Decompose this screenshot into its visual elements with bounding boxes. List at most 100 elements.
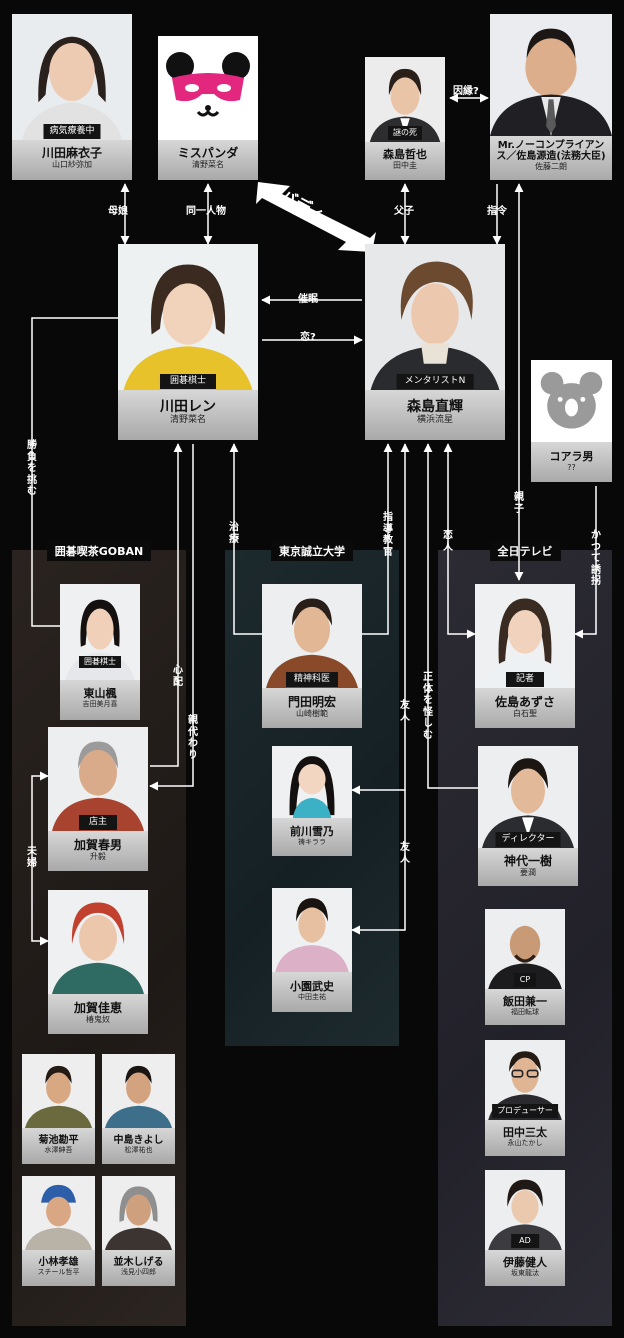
nameplate-ito: 伊藤健人 坂東龍汰 <box>485 1250 565 1286</box>
actor-koizono: 中田圭祐 <box>298 993 326 1002</box>
card-tanaka[interactable]: プロデューサー 田中三太 永山たかし <box>485 1040 565 1156</box>
nameplate-monda: 門田明宏 山崎樹範 <box>262 688 362 728</box>
card-namiki[interactable]: 並木しげる 浅見小四郎 <box>102 1176 175 1286</box>
card-monda[interactable]: 精神科医 門田明宏 山崎樹範 <box>262 584 362 728</box>
panda-mask-icon <box>166 52 250 117</box>
portrait-icon <box>490 28 612 136</box>
badge-haruo: 店主 <box>78 815 118 830</box>
name-monda: 門田明宏 <box>287 695 336 709</box>
actor-azusa: 白石聖 <box>513 709 537 719</box>
card-azusa[interactable]: 記者 佐島あずさ 白石聖 <box>475 584 575 728</box>
nameplate-iida: 飯田兼一 福田転球 <box>485 989 565 1025</box>
actor-haruo: 升毅 <box>90 852 106 862</box>
rel-order: 指令 <box>487 206 507 217</box>
name-kobayashi: 小林孝雄 <box>38 1257 79 1268</box>
portrait-icon <box>123 264 253 390</box>
badge-ren: 囲碁棋士 <box>159 374 217 389</box>
nameplate-koala: コアラ男 ?? <box>531 442 612 482</box>
actor-mayuko: 山口紗弥加 <box>52 160 92 170</box>
card-kamishiro[interactable]: ディレクター 神代一樹 要潤 <box>478 746 578 886</box>
nameplate-ren: 川田レン 清野菜名 <box>118 390 258 440</box>
name-ito: 伊藤健人 <box>503 1256 547 1269</box>
nameplate-nakajima: 中島きよし 松澤祐也 <box>102 1128 175 1164</box>
portrait-icon <box>52 741 144 831</box>
name-compliance: Mr.ノーコンプライアンス／佐島源造(法務大臣) <box>496 140 606 162</box>
actor-compliance: 佐藤二朗 <box>535 162 567 171</box>
name-haruo: 加賀春男 <box>73 838 122 852</box>
actor-iida: 福田転球 <box>511 1008 539 1017</box>
card-nakajima[interactable]: 中島きよし 松澤祐也 <box>102 1054 175 1164</box>
photo-ren <box>118 244 258 390</box>
badge-mayuko: 病気療養中 <box>43 124 101 139</box>
card-kobayashi[interactable]: 小林孝雄 スチール哲平 <box>22 1176 95 1286</box>
nameplate-mayuko: 川田麻衣子 山口紗弥加 <box>12 140 132 180</box>
actor-monda: 山崎樹範 <box>296 709 328 719</box>
rel-guardian: 親代わり <box>188 715 198 761</box>
name-kamishiro: 神代一樹 <box>503 854 552 868</box>
photo-iida <box>485 909 565 989</box>
nameplate-haruo: 加賀春男 升毅 <box>48 831 148 871</box>
card-koala[interactable]: コアラ男 ?? <box>531 360 612 482</box>
badge-naoki: メンタリストN <box>396 374 474 389</box>
portrait-icon <box>52 902 144 994</box>
rel-same-person: 同一人物 <box>186 206 226 217</box>
card-tetsuya[interactable]: 謎の死 森島哲也 田中圭 <box>365 57 445 180</box>
card-panda[interactable]: ミスパンダ 清野菜名 <box>158 36 258 180</box>
actor-ren: 清野菜名 <box>169 415 206 426</box>
nameplate-namiki: 並木しげる 浅見小四郎 <box>102 1250 175 1286</box>
rel-suspect: 正体を怪しむ <box>423 672 433 741</box>
actor-yukino: 祷キララ <box>298 838 326 847</box>
portrait-icon <box>104 1186 173 1250</box>
actor-kaede: 吉田美月喜 <box>82 700 118 709</box>
rel-worry: 心配 <box>173 665 183 688</box>
name-mayuko: 川田麻衣子 <box>41 146 102 160</box>
card-yukino[interactable]: 前川雪乃 祷キララ <box>272 746 352 856</box>
actor-tetsuya: 田中圭 <box>393 161 417 171</box>
name-azusa: 佐島あずさ <box>494 695 555 709</box>
name-nakajima: 中島きよし <box>113 1135 164 1146</box>
card-kikuchi[interactable]: 菊池勘平 水澤紳吾 <box>22 1054 95 1164</box>
photo-koala <box>531 360 612 442</box>
card-ren[interactable]: 囲碁棋士 川田レン 清野菜名 <box>118 244 258 440</box>
badge-kamishiro: ディレクター <box>495 832 561 847</box>
rel-father-son: 父子 <box>394 206 414 217</box>
rel-fate: 因縁? <box>453 86 479 97</box>
rel-advisor: 指導教官 <box>383 512 393 558</box>
photo-tetsuya <box>365 57 445 142</box>
nameplate-kobayashi: 小林孝雄 スチール哲平 <box>22 1250 95 1286</box>
name-iida: 飯田兼一 <box>503 995 547 1008</box>
group-title-tv: 全日テレビ <box>489 541 561 561</box>
photo-nakajima <box>102 1054 175 1128</box>
card-yoshie[interactable]: 加賀佳恵 椿鬼奴 <box>48 890 148 1034</box>
nameplate-azusa: 佐島あずさ 白石聖 <box>475 688 575 728</box>
actor-koala: ?? <box>567 463 576 473</box>
card-kaede[interactable]: 囲碁棋士 東山楓 吉田美月喜 <box>60 584 140 720</box>
card-compliance[interactable]: Mr.ノーコンプライアンス／佐島源造(法務大臣) 佐藤二朗 <box>490 14 612 180</box>
nameplate-panda: ミスパンダ 清野菜名 <box>158 140 258 180</box>
rel-lovers: 恋人 <box>443 530 453 553</box>
photo-naoki <box>365 244 505 390</box>
portrait-icon <box>289 756 335 818</box>
nameplate-kaede: 東山楓 吉田美月喜 <box>60 680 140 720</box>
card-iida[interactable]: CP 飯田兼一 福田転球 <box>485 909 565 1025</box>
photo-kobayashi <box>22 1176 95 1250</box>
rel-friend-2: 友人 <box>400 842 410 865</box>
photo-compliance <box>490 14 612 136</box>
name-tetsuya: 森島哲也 <box>383 148 427 161</box>
name-kaede: 東山楓 <box>83 687 117 700</box>
photo-ito <box>485 1170 565 1250</box>
card-haruo[interactable]: 店主 加賀春男 升毅 <box>48 727 148 871</box>
portrait-icon <box>21 36 123 140</box>
card-naoki[interactable]: メンタリストN 森島直輝 横浜流星 <box>365 244 505 440</box>
card-koizono[interactable]: 小園武史 中田圭祐 <box>272 888 352 1012</box>
portrait-icon <box>488 925 562 989</box>
name-ren: 川田レン <box>160 399 216 415</box>
card-ito[interactable]: AD 伊藤健人 坂東龍汰 <box>485 1170 565 1286</box>
photo-panda <box>158 36 258 140</box>
actor-tanaka: 永山たかし <box>507 1139 543 1148</box>
actor-ito: 坂東龍汰 <box>511 1269 539 1278</box>
nameplate-yukino: 前川雪乃 祷キララ <box>272 818 352 856</box>
card-mayuko[interactable]: 病気療養中 川田麻衣子 山口紗弥加 <box>12 14 132 180</box>
name-kikuchi: 菊池勘平 <box>38 1135 79 1146</box>
photo-yoshie <box>48 890 148 994</box>
